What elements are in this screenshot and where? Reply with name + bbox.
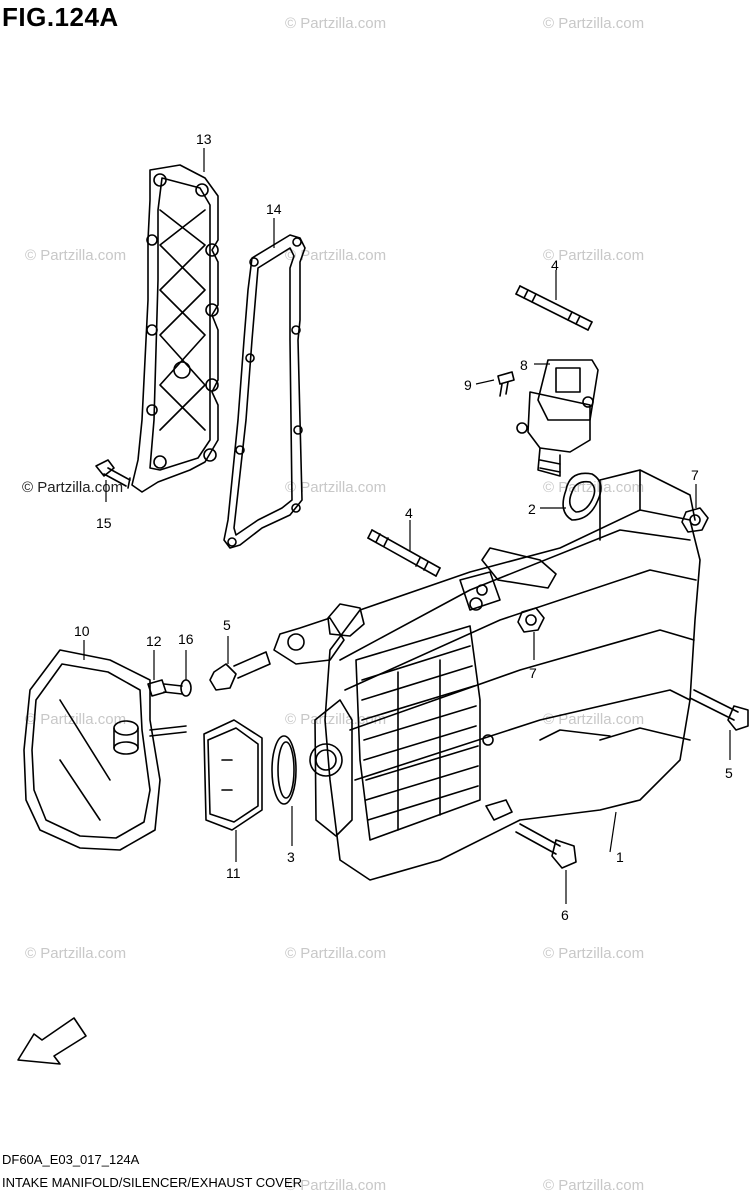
screw-part-9	[497, 371, 515, 397]
o-ring-part-3	[271, 735, 297, 805]
watermark: © Partzilla.com	[285, 479, 386, 496]
callout-labels: 13 14 4 8 9 2 7 15 4 10 12 16 5 7 5 3 11…	[74, 131, 733, 923]
callout-label: 6	[561, 907, 569, 923]
figure-title: FIG.124A	[2, 2, 119, 32]
callout-label: 1	[616, 849, 624, 865]
leader-lines	[83, 148, 731, 904]
coupling-part-11	[203, 719, 263, 831]
callout-label: 4	[405, 505, 413, 521]
callout-label: 5	[223, 617, 231, 633]
o-ring-part-2	[562, 472, 602, 521]
watermark-layer: © Partzilla.com © Partzilla.com © Partzi…	[25, 15, 644, 1194]
callout-label: 5	[725, 765, 733, 781]
gasket-part-14	[223, 234, 306, 549]
watermark: © Partzilla.com	[543, 1177, 644, 1194]
callout-label: 10	[74, 623, 90, 639]
stud-part-4-upper	[515, 285, 593, 331]
bolt-part-6	[515, 823, 577, 869]
watermark-dark: © Partzilla.com	[22, 479, 123, 496]
fwd-arrow	[17, 1017, 87, 1065]
washer-part-16	[180, 679, 192, 697]
callout-label: 4	[551, 257, 559, 273]
callout-label: 11	[226, 865, 241, 881]
watermark: © Partzilla.com	[25, 711, 126, 728]
callout-label: 13	[196, 131, 212, 147]
exhaust-cover-part-13	[131, 164, 219, 493]
manifold-fins	[355, 625, 481, 841]
watermark: © Partzilla.com	[285, 945, 386, 962]
bolt-part-5-left	[209, 651, 271, 691]
sensor-part-8	[516, 359, 599, 477]
watermark: © Partzilla.com	[25, 945, 126, 962]
bolt-part-15	[95, 459, 131, 489]
watermark: © Partzilla.com	[543, 247, 644, 264]
callout-label: 15	[96, 515, 112, 531]
callout-label: 7	[691, 467, 699, 483]
bolt-part-12	[147, 679, 183, 697]
silencer-part-10	[23, 649, 187, 851]
watermark: © Partzilla.com	[543, 15, 644, 32]
watermark: © Partzilla.com	[285, 711, 386, 728]
callout-label: 2	[528, 501, 536, 517]
callout-label: 16	[178, 631, 194, 647]
watermark: © Partzilla.com	[285, 1177, 386, 1194]
intake-manifold-part-1	[273, 469, 701, 881]
watermark: © Partzilla.com	[25, 247, 126, 264]
bolt-part-5-right	[689, 689, 749, 731]
callout-label: 9	[464, 377, 472, 393]
figure-code: DF60A_E03_017_124A	[2, 1152, 140, 1167]
callout-label: 3	[287, 849, 295, 865]
figure-caption: INTAKE MANIFOLD/SILENCER/EXHAUST COVER	[2, 1175, 303, 1190]
watermark: © Partzilla.com	[285, 247, 386, 264]
callout-label: 8	[520, 357, 528, 373]
watermark: © Partzilla.com	[543, 945, 644, 962]
stud-part-4-lower	[367, 529, 441, 577]
watermark: © Partzilla.com	[285, 15, 386, 32]
nut-part-7-lower	[517, 607, 545, 633]
watermark: © Partzilla.com	[543, 711, 644, 728]
callout-label: 7	[529, 665, 537, 681]
callout-label: 14	[266, 201, 282, 217]
callout-label: 12	[146, 633, 162, 649]
